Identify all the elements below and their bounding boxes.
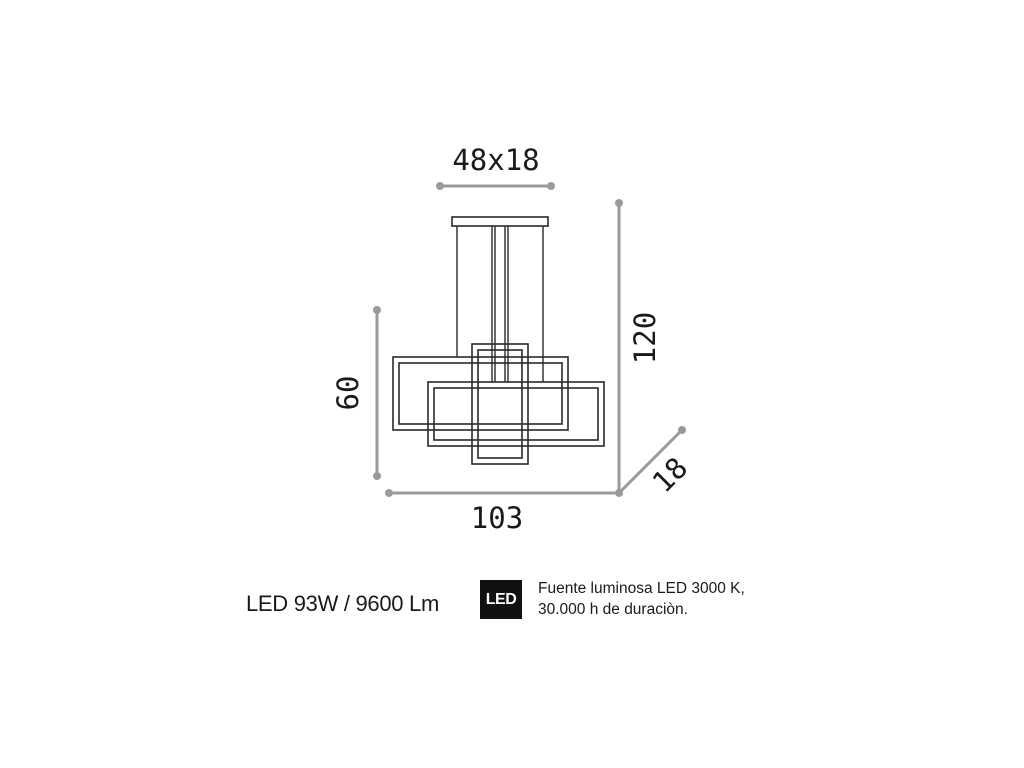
depth-line <box>617 428 684 495</box>
dimension-endpoint <box>436 182 444 190</box>
large-rectangular-frame-inner <box>398 362 563 425</box>
vertical-rectangular-frame-inner <box>477 349 523 459</box>
width-dimension: 103 <box>385 489 623 535</box>
description-line: Fuente luminosa LED 3000 K, <box>538 580 745 597</box>
dimension-endpoint <box>385 489 393 497</box>
total-height-dimension: 120 <box>615 199 662 495</box>
body-height-label: 60 <box>331 376 365 411</box>
description-line: 30.000 h de duraciòn. <box>538 601 688 618</box>
middle-rectangular-frame-inner <box>433 387 599 441</box>
width-label: 103 <box>471 501 523 535</box>
large-rectangular-frame <box>392 356 569 431</box>
dimension-endpoint <box>547 182 555 190</box>
led-badge: LED <box>480 580 522 619</box>
dimension-endpoint <box>678 426 686 434</box>
body-height-dimension: 60 <box>331 306 381 480</box>
power-output-text: LED 93W / 9600 Lm <box>246 591 439 616</box>
dimension-endpoint <box>373 306 381 314</box>
canopy-dimension-label: 48x18 <box>452 143 539 177</box>
light-source-description: Fuente luminosa LED 3000 K, 30.000 h de … <box>538 578 745 620</box>
total-height-label: 120 <box>628 312 662 364</box>
vertical-rectangular-frame <box>471 343 529 465</box>
canopy-dimension: 48x18 <box>436 143 555 190</box>
depth-dimension: 18 <box>617 426 694 499</box>
canopy <box>451 216 549 227</box>
middle-rectangular-frame <box>427 381 605 447</box>
dimension-endpoint <box>615 199 623 207</box>
pendant-lamp-illustration <box>392 216 605 465</box>
dimension-endpoint <box>373 472 381 480</box>
